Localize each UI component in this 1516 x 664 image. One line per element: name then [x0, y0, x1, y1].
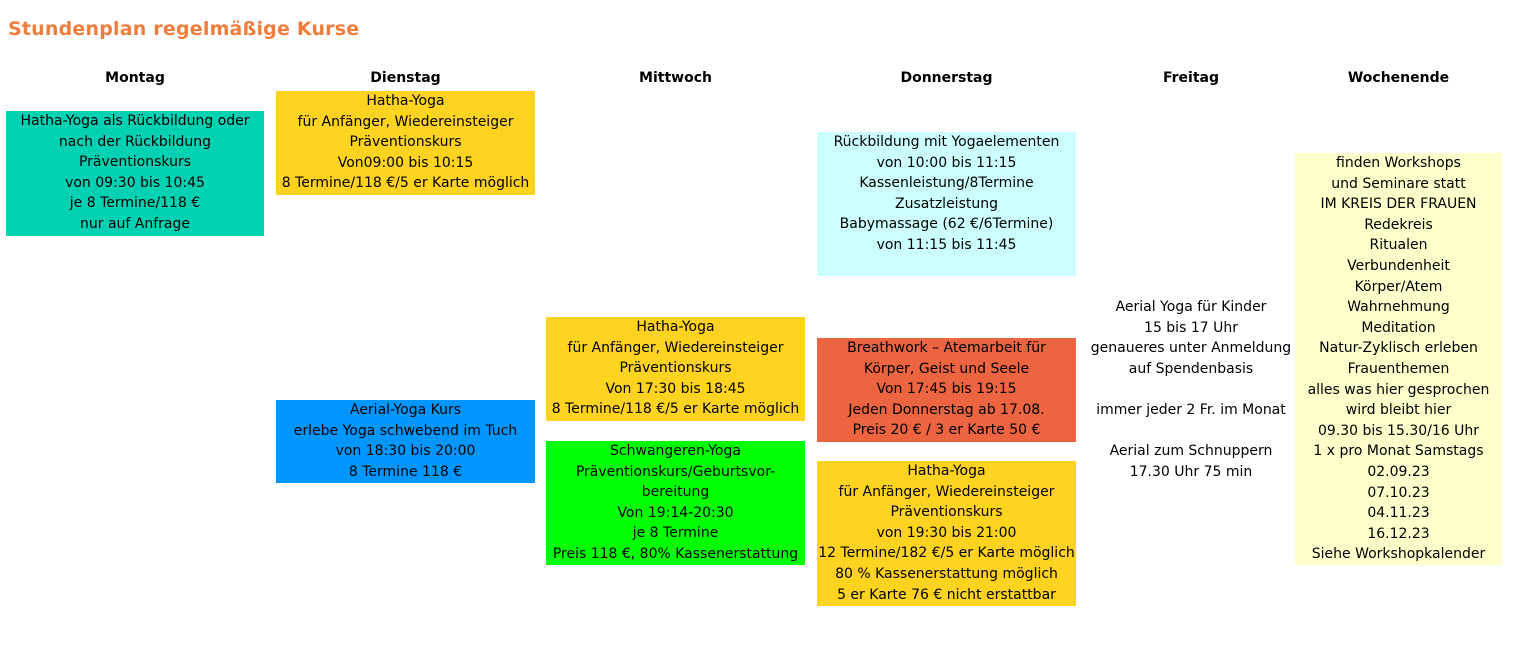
- course-line: Körper, Geist und Seele: [863, 360, 1030, 377]
- course-line: Kassenleistung/8Termine: [859, 175, 1034, 192]
- day-header-wochenende: Wochenende: [1347, 70, 1450, 86]
- course-line: finden Workshops: [1336, 155, 1461, 171]
- course-line: Jeden Donnerstag ab 17.08.: [848, 401, 1045, 418]
- course-line: alles was hier gesprochen: [1307, 381, 1490, 398]
- course-card-wochenende-workshops: finden Workshops und Seminare statt IM KRE…: [1295, 153, 1502, 565]
- course-line: Zusatzleistung: [895, 195, 998, 212]
- course-line: 8 Termine/118 €/5 er Karte möglich: [281, 175, 530, 192]
- day-header-dienstag: Dienstag: [370, 70, 441, 86]
- day-header-montag: Montag: [105, 70, 165, 86]
- course-line: von 11:15 bis 11:45: [876, 236, 1017, 253]
- course-card-donnerstag-hatha: Hatha-Yoga für Anfänger, Wiedereinsteiger…: [817, 461, 1076, 606]
- course-line: 5 er Karte 76 € nicht erstattbar: [837, 586, 1056, 603]
- course-card-donnerstag-rueckbildung: Rückbildung mit Yogaelementen von 10:00 b…: [817, 132, 1076, 276]
- course-line: 17.30 Uhr 75 min: [1129, 463, 1253, 480]
- course-line: Präventionskurs/Geburtsvor-: [575, 463, 776, 480]
- course-text-freitag-aerial: Aerial Yoga für Kinder 15 bis 17 Uhr genau…: [1087, 297, 1295, 482]
- course-line: 09.30 bis 15.30/16 Uhr: [1318, 422, 1479, 439]
- course-card-dienstag-aerial: Aerial-Yoga Kurs erlebe Yoga schwebend im…: [276, 400, 535, 483]
- course-line: Natur-Zyklisch erleben: [1319, 340, 1478, 357]
- course-line: Hatha-Yoga als Rückbildung oder: [20, 113, 250, 129]
- course-line: Von09:00 bis 10:15: [337, 154, 474, 171]
- course-line: Von 17:45 bis 19:15: [876, 381, 1017, 398]
- course-line: 12 Termine/182 €/5 er Karte möglich: [818, 545, 1075, 562]
- course-line: immer jeder 2 Fr. im Monat: [1096, 401, 1286, 418]
- course-line: 8 Termine/118 €/5 er Karte möglich: [551, 401, 800, 418]
- course-line: Verbundenheit: [1347, 257, 1450, 274]
- day-header-mittwoch: Mittwoch: [639, 70, 712, 86]
- course-line: Präventionskurs: [619, 360, 732, 377]
- course-line: Frauenthemen: [1347, 360, 1450, 377]
- course-line: 07.10.23: [1367, 484, 1430, 501]
- course-line: 1 x pro Monat Samstags: [1313, 443, 1484, 460]
- course-line: für Anfänger, Wiedereinsteiger: [838, 483, 1055, 500]
- course-line: Hatha-Yoga: [636, 319, 715, 335]
- course-line: Babymassage (62 €/6Termine): [839, 216, 1054, 233]
- course-line: Präventionskurs: [890, 504, 1003, 521]
- course-line: Ritualen: [1369, 237, 1428, 254]
- course-line: auf Spendenbasis: [1128, 360, 1254, 377]
- course-line: Aerial-Yoga Kurs: [349, 402, 462, 418]
- course-line: 15 bis 17 Uhr: [1144, 319, 1238, 336]
- course-line: Redekreis: [1364, 216, 1433, 233]
- course-line: 04.11.23: [1367, 505, 1430, 522]
- day-header-donnerstag: Donnerstag: [900, 70, 993, 86]
- course-card-dienstag-hatha: Hatha-Yoga für Anfänger, Wiedereinsteiger…: [276, 91, 535, 195]
- course-line: 16.12.23: [1367, 525, 1430, 542]
- course-line: 80 % Kassenerstattung möglich: [835, 565, 1058, 582]
- page-title: Stundenplan regelmäßige Kurse: [8, 18, 360, 40]
- course-line: Aerial Yoga für Kinder: [1115, 299, 1267, 315]
- course-line: bereitung: [641, 484, 710, 501]
- course-line: von 19:30 bis 21:00: [876, 524, 1017, 541]
- course-line: nach der Rückbildung: [58, 133, 212, 150]
- course-line: Schwangeren-Yoga: [610, 443, 741, 459]
- course-line: für Anfänger, Wiedereinsteiger: [567, 339, 784, 356]
- course-line: von 09:30 bis 10:45: [65, 174, 205, 191]
- course-line: je 8 Termine: [632, 525, 719, 542]
- course-line: [1087, 421, 1295, 442]
- course-line: IM KREIS DER FRAUEN: [1320, 196, 1477, 213]
- course-line: Rückbildung mit Yogaelementen: [833, 134, 1060, 150]
- course-line: nur auf Anfrage: [80, 215, 190, 232]
- course-line: von 10:00 bis 11:15: [876, 154, 1017, 171]
- course-card-montag-rueckbildung: Hatha-Yoga als Rückbildung oder nach der …: [6, 111, 264, 236]
- course-line: Wahrnehmung: [1347, 299, 1450, 316]
- course-line: genaueres unter Anmeldung: [1090, 340, 1292, 357]
- course-line: Hatha-Yoga: [907, 463, 986, 479]
- course-line: Breathwork – Atemarbeit für: [847, 340, 1046, 356]
- course-line: und Seminare statt: [1331, 175, 1466, 192]
- course-line: Von 19:14-20:30: [617, 504, 734, 521]
- course-line: [1087, 379, 1295, 400]
- course-line: 8 Termine 118 €: [348, 463, 463, 480]
- course-line: je 8 Termine/118 €: [69, 195, 201, 212]
- course-line: Meditation: [1361, 319, 1436, 336]
- course-line: von 18:30 bis 20:00: [335, 443, 476, 460]
- course-line: für Anfänger, Wiedereinsteiger: [297, 113, 514, 130]
- course-line: Hatha-Yoga: [366, 93, 445, 109]
- course-line: erlebe Yoga schwebend im Tuch: [293, 422, 518, 439]
- course-line: Von 17:30 bis 18:45: [605, 380, 746, 397]
- course-line: Präventionskurs: [78, 154, 191, 171]
- course-line: Preis 20 € / 3 er Karte 50 €: [852, 422, 1041, 439]
- course-line: Präventionskurs: [349, 134, 462, 151]
- course-line: Körper/Atem: [1354, 278, 1443, 295]
- course-line: Preis 118 €, 80% Kassenerstattung: [552, 545, 799, 562]
- course-line: Siehe Workshopkalender: [1311, 546, 1486, 563]
- course-card-mittwoch-hatha: Hatha-Yoga für Anfänger, Wiedereinsteiger…: [546, 317, 805, 421]
- course-line: 02.09.23: [1367, 463, 1430, 480]
- day-header-freitag: Freitag: [1162, 70, 1220, 86]
- course-line: Aerial zum Schnuppern: [1109, 443, 1273, 460]
- course-line: wird bleibt hier: [1345, 402, 1452, 419]
